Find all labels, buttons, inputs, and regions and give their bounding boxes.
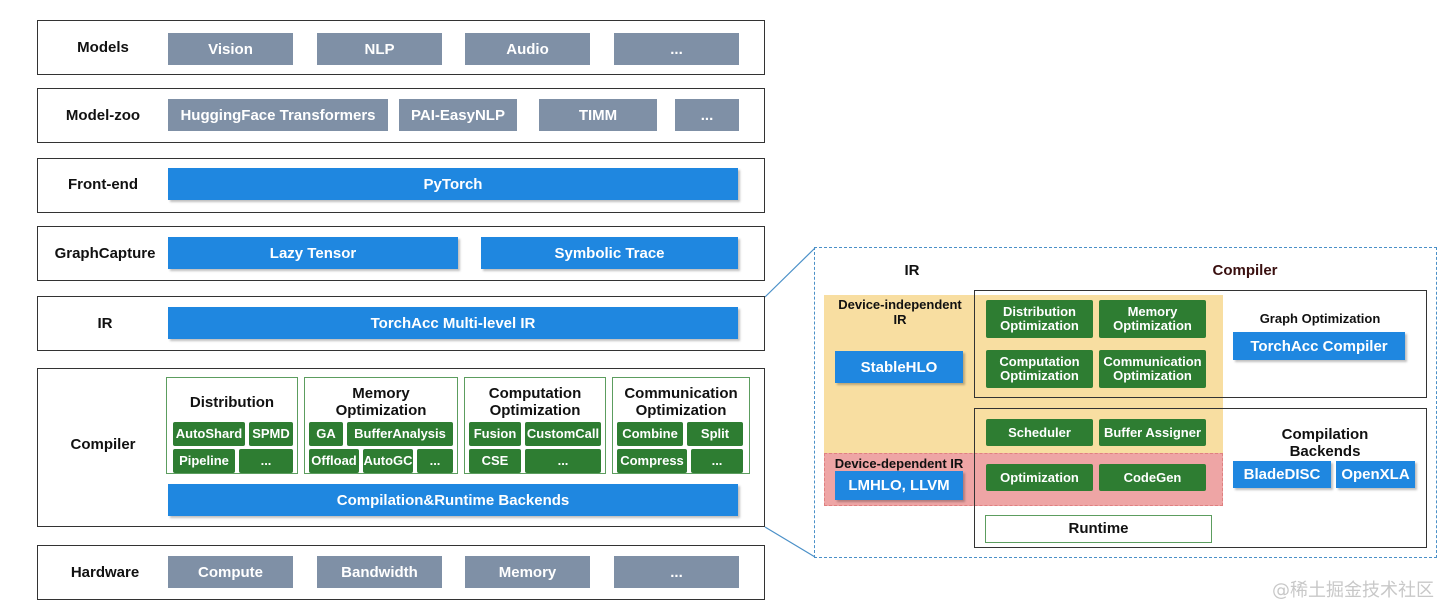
layer-label: Models xyxy=(77,38,129,56)
layer-models: Models Vision NLP Audio ... xyxy=(37,20,765,75)
ir-lmhlo-llvm: LMHLO, LLVM xyxy=(835,471,963,500)
frontend-pytorch: PyTorch xyxy=(168,168,738,200)
layer-graph-capture: GraphCapture Lazy Tensor Symbolic Trace xyxy=(37,226,765,281)
item-more: ... xyxy=(417,449,453,473)
item-autogc: AutoGC xyxy=(363,449,413,473)
torchacc-compiler: TorchAcc Compiler xyxy=(1233,332,1405,360)
layer-compiler: Compiler Distribution AutoShard SPMD Pip… xyxy=(37,368,765,527)
device-dependent-label: Device-dependent IR xyxy=(834,456,964,471)
model-vision: Vision xyxy=(168,33,293,65)
runtime-box: Runtime xyxy=(985,515,1212,543)
capture-lazy-tensor: Lazy Tensor xyxy=(168,237,458,269)
connector-bottom xyxy=(764,526,816,558)
layer-label: Compiler xyxy=(70,435,136,453)
item-bufferanalysis: BufferAnalysis xyxy=(347,422,453,446)
detail-compiler-heading: Compiler xyxy=(1212,262,1278,279)
zoo-timm: TIMM xyxy=(539,99,657,131)
compiler-backends: Compilation&Runtime Backends xyxy=(168,484,738,516)
backend-codegen: CodeGen xyxy=(1099,464,1206,491)
layer-label: IR xyxy=(97,314,113,332)
backend-bladedisc: BladeDISC xyxy=(1233,461,1331,488)
layer-front-end: Front-end PyTorch xyxy=(37,158,765,213)
model-nlp: NLP xyxy=(317,33,442,65)
graph-optimization-title: Graph Optimization xyxy=(1259,311,1381,326)
backend-openxla: OpenXLA xyxy=(1336,461,1415,488)
watermark: @稀土掘金技术社区 xyxy=(1272,580,1434,601)
item-autoshard: AutoShard xyxy=(173,422,245,446)
detail-panel xyxy=(814,247,1437,558)
backend-buffer-assigner: Buffer Assigner xyxy=(1099,419,1206,446)
item-customcall: CustomCall xyxy=(525,422,601,446)
hw-bandwidth: Bandwidth xyxy=(317,556,442,588)
layer-label: Model-zoo xyxy=(65,106,141,124)
item-cse: CSE xyxy=(469,449,521,473)
item-fusion: Fusion xyxy=(469,422,521,446)
layer-model-zoo: Model-zoo HuggingFace Transformers PAI-E… xyxy=(37,88,765,143)
item-offload: Offload xyxy=(309,449,359,473)
item-more: ... xyxy=(525,449,601,473)
hw-more: ... xyxy=(614,556,739,588)
item-spmd: SPMD xyxy=(249,422,293,446)
hw-memory: Memory xyxy=(465,556,590,588)
layer-ir: IR TorchAcc Multi-level IR xyxy=(37,296,765,351)
ir-torchacc-multilevel: TorchAcc Multi-level IR xyxy=(168,307,738,339)
capture-symbolic-trace: Symbolic Trace xyxy=(481,237,738,269)
item-ga: GA xyxy=(309,422,343,446)
connector-top xyxy=(764,247,816,298)
detail-ir-heading: IR xyxy=(904,262,920,279)
item-compress: Compress xyxy=(617,449,687,473)
group-distribution: Distribution AutoShard SPMD Pipeline ... xyxy=(166,377,298,474)
layer-label: GraphCapture xyxy=(54,244,156,262)
zoo-pai-easynlp: PAI-EasyNLP xyxy=(399,99,517,131)
zoo-more: ... xyxy=(675,99,739,131)
layer-label: Hardware xyxy=(70,563,140,581)
compilation-backends-box xyxy=(974,408,1427,548)
layer-hardware: Hardware Compute Bandwidth Memory ... xyxy=(37,545,765,600)
ir-stablehlo: StableHLO xyxy=(835,351,963,383)
item-more: ... xyxy=(239,449,293,473)
hw-compute: Compute xyxy=(168,556,293,588)
model-audio: Audio xyxy=(465,33,590,65)
item-more: ... xyxy=(691,449,743,473)
item-pipeline: Pipeline xyxy=(173,449,235,473)
item-combine: Combine xyxy=(617,422,683,446)
model-more: ... xyxy=(614,33,739,65)
layer-label: Front-end xyxy=(68,175,138,193)
backend-scheduler: Scheduler xyxy=(986,419,1093,446)
zoo-huggingface: HuggingFace Transformers xyxy=(168,99,388,131)
item-split: Split xyxy=(687,422,743,446)
graph-optimization-box xyxy=(974,290,1427,398)
group-title: Distribution xyxy=(189,394,275,411)
backend-optimization: Optimization xyxy=(986,464,1093,491)
